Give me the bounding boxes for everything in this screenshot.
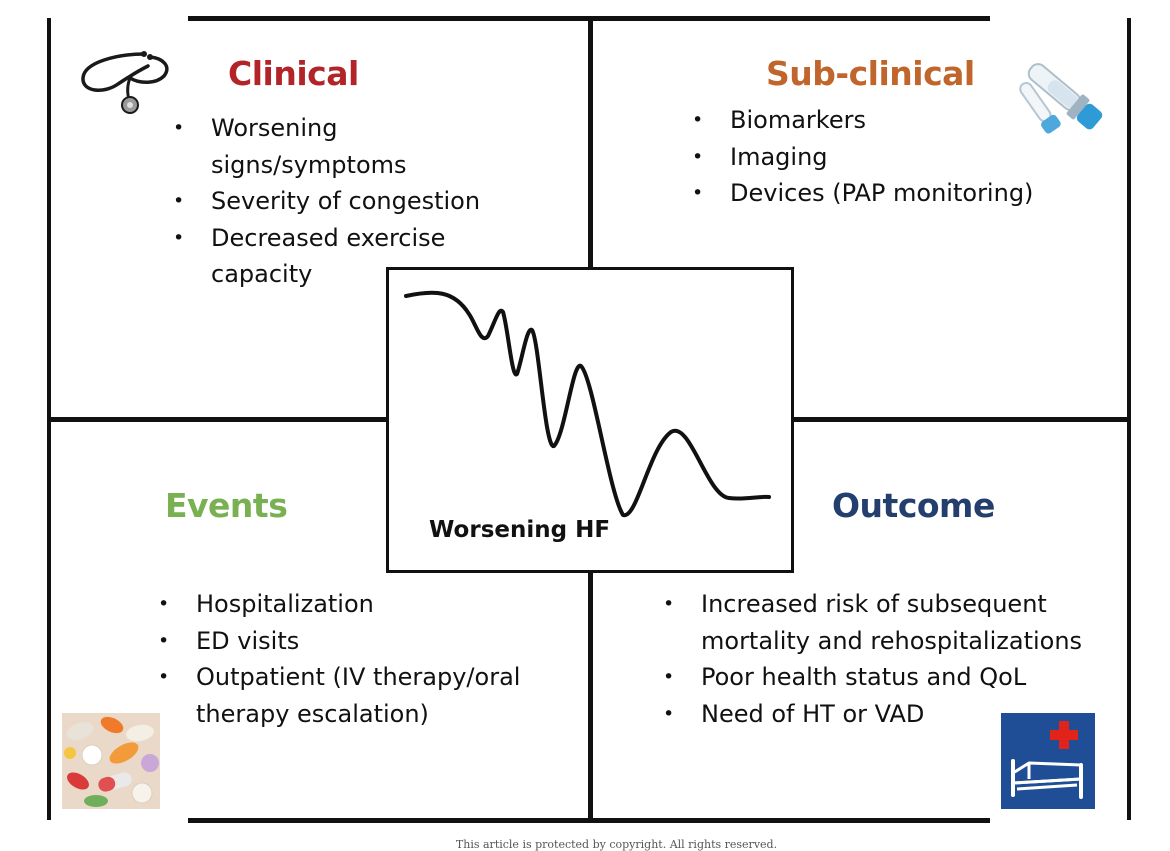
clinical-item-2: Severity of congestion (173, 183, 503, 220)
copyright-notice: This article is protected by copyright. … (455, 838, 778, 851)
subclinical-item-3: Devices (PAP monitoring) (692, 175, 1112, 212)
clinical-item-3: Decreased exercise capacity (173, 220, 503, 293)
clinical-title: Clinical (228, 54, 359, 93)
subclinical-item-2: Imaging (692, 139, 1112, 176)
outcome-item-3: Need of HT or VAD (663, 696, 1108, 733)
outcome-item-2: Poor health status and QoL (663, 659, 1108, 696)
subclinical-title: Sub-clinical (766, 54, 975, 93)
events-item-2: ED visits (158, 623, 568, 660)
outcome-item-1: Increased risk of subsequent mortality a… (663, 586, 1108, 659)
clinical-list: Worsening signs/symptoms Severity of con… (173, 110, 503, 293)
stethoscope-icon (78, 48, 174, 116)
clinical-item-1: Worsening signs/symptoms (173, 110, 503, 183)
worsening-hf-label: Worsening HF (429, 517, 611, 543)
right-border (1127, 18, 1131, 820)
subclinical-item-1: Biomarkers (692, 102, 1112, 139)
subclinical-list: Biomarkers Imaging Devices (PAP monitori… (692, 102, 1112, 212)
events-list: Hospitalization ED visits Outpatient (IV… (158, 586, 568, 732)
bottom-border (188, 818, 990, 823)
outcome-list: Increased risk of subsequent mortality a… (663, 586, 1108, 732)
events-item-3: Outpatient (IV therapy/oral therapy esca… (158, 659, 568, 732)
worsening-hf-box: Worsening HF (386, 267, 794, 573)
events-item-1: Hospitalization (158, 586, 568, 623)
outcome-title: Outcome (832, 486, 995, 525)
worsening-hf-curve (404, 290, 771, 517)
pills-icon (62, 713, 160, 809)
hospital-bed-icon (1001, 713, 1095, 809)
events-title: Events (165, 486, 288, 525)
